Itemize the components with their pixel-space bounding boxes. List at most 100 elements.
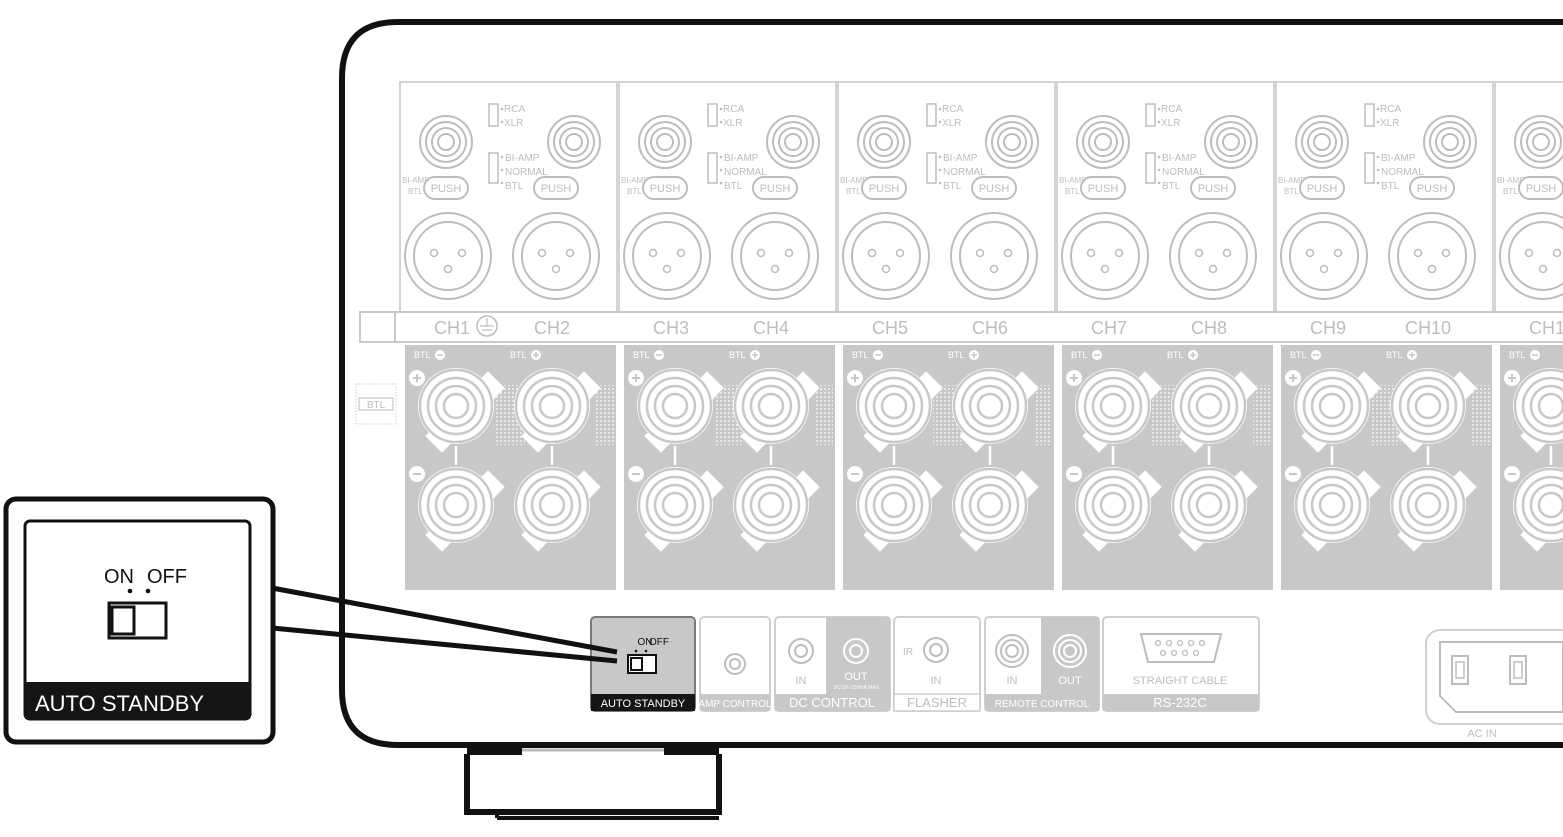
mode-select-switch[interactable] bbox=[1364, 152, 1375, 184]
ground-symbol-icon bbox=[476, 315, 498, 337]
amp-control-title: AMP CONTROL bbox=[698, 699, 772, 710]
normal-label: NORMAL bbox=[724, 167, 767, 178]
normal-label: NORMAL bbox=[505, 167, 548, 178]
auto-standby-title: AUTO STANDBY bbox=[601, 698, 686, 710]
auto-standby-on-label: ON bbox=[638, 637, 653, 648]
channel-pair-section: RCAXLRBI-AMPNORMALBTLBI-AMPBTLPUSHPUSHBT… bbox=[1494, 81, 1563, 590]
xlr-side-btl-label: BTL bbox=[627, 187, 642, 196]
btl-label: BTL bbox=[505, 181, 524, 192]
push-label: PUSH bbox=[1526, 183, 1557, 195]
xlr-side-btl-label: BTL bbox=[408, 187, 423, 196]
btl-label: BTL bbox=[724, 181, 743, 192]
channel-label: CH7 bbox=[1091, 318, 1127, 338]
ac-in-label: AC IN bbox=[1467, 728, 1496, 740]
callout-off-label: OFF bbox=[147, 566, 187, 588]
xlr-side-btl-label: BTL bbox=[1065, 187, 1080, 196]
btl-plus-label: BTL bbox=[1386, 350, 1403, 360]
xlr-side-bi-amp-label: BI-AMP bbox=[621, 176, 649, 185]
auto-standby-switch-knob bbox=[630, 657, 643, 671]
xlr-side-bi-amp-label: BI-AMP bbox=[1278, 176, 1306, 185]
input-select-switch[interactable] bbox=[1145, 103, 1156, 127]
callout-title: AUTO STANDBY bbox=[35, 691, 204, 716]
input-select-switch[interactable] bbox=[1364, 103, 1375, 127]
rs232c-cable-label: STRAIGHT CABLE bbox=[1133, 675, 1228, 687]
ac-inlet: AC IN bbox=[1425, 629, 1563, 740]
input-select-switch[interactable] bbox=[488, 103, 499, 127]
channel-pair-section: RCA XLR BI-AMP NORMAL BTL BI-AMP BTL PUSH PUSH BT… bbox=[618, 81, 837, 590]
rca-label: RCA bbox=[723, 104, 744, 115]
callout-switch-knob bbox=[110, 605, 136, 636]
mode-select-switch[interactable] bbox=[926, 152, 937, 184]
btl-plus-label: BTL bbox=[948, 350, 965, 360]
dc-out-label: OUT bbox=[844, 671, 868, 683]
push-label: PUSH bbox=[760, 183, 791, 195]
btl-minus-label: BTL bbox=[852, 350, 869, 360]
mode-select-switch[interactable] bbox=[707, 152, 718, 184]
xlr-side-bi-amp-label: BI-AMP bbox=[840, 176, 868, 185]
push-label: PUSH bbox=[1307, 183, 1338, 195]
xlr-side-btl-label: BTL bbox=[1284, 187, 1299, 196]
flasher-title: FLASHER bbox=[907, 695, 967, 710]
btl-label: BTL bbox=[943, 181, 962, 192]
btl-side-badge: BTL bbox=[355, 383, 397, 425]
bi-amp-label: BI-AMP bbox=[724, 153, 759, 164]
xlr-side-bi-amp-label: BI-AMP bbox=[1059, 176, 1087, 185]
push-label: PUSH bbox=[979, 183, 1010, 195]
channel-label: CH10 bbox=[1405, 318, 1451, 338]
bi-amp-label: BI-AMP bbox=[1381, 153, 1416, 164]
remote-control-title: REMOTE CONTROL bbox=[995, 699, 1090, 710]
remote-control-panel: IN OUT REMOTE CONTROL bbox=[984, 616, 1100, 712]
push-label: PUSH bbox=[1088, 183, 1119, 195]
amp-foot bbox=[464, 745, 722, 820]
dc-control-title: DC CONTROL bbox=[789, 695, 875, 710]
auto-standby-panel: ON OFF AUTO STANDBY bbox=[590, 616, 696, 712]
btl-plus-label: BTL bbox=[729, 350, 746, 360]
btl-minus-label: BTL bbox=[1509, 350, 1526, 360]
input-select-switch[interactable] bbox=[707, 103, 718, 127]
xlr-side-btl-label: BTL bbox=[846, 187, 861, 196]
push-label: PUSH bbox=[431, 183, 462, 195]
btl-minus-label: BTL bbox=[1290, 350, 1307, 360]
rs232c-panel: STRAIGHT CABLE RS-232C bbox=[1102, 616, 1260, 712]
channel-label: CH1 bbox=[1529, 318, 1563, 338]
btl-label: BTL bbox=[1381, 181, 1400, 192]
dc-in-label: IN bbox=[796, 675, 807, 687]
bi-amp-label: BI-AMP bbox=[1162, 153, 1197, 164]
btl-plus-label: BTL bbox=[1167, 350, 1184, 360]
bi-amp-label: BI-AMP bbox=[943, 153, 978, 164]
normal-label: NORMAL bbox=[1381, 167, 1424, 178]
rca-label: RCA bbox=[942, 104, 963, 115]
flasher-in-label: IN bbox=[931, 675, 942, 687]
xlr-label: XLR bbox=[1380, 118, 1399, 129]
channel-label: CH9 bbox=[1310, 318, 1346, 338]
auto-standby-off-label: OFF bbox=[649, 637, 669, 648]
btl-minus-label: BTL bbox=[414, 350, 431, 360]
dc-spec-label: DC12V 150mA MAX. bbox=[834, 685, 881, 691]
push-label: PUSH bbox=[650, 183, 681, 195]
channel-label: CH8 bbox=[1191, 318, 1227, 338]
flasher-ir-label: IR bbox=[903, 647, 913, 658]
flasher-panel: IR IN FLASHER bbox=[893, 616, 981, 712]
callout-leader-lines bbox=[271, 585, 618, 664]
channel-label: CH3 bbox=[653, 318, 689, 338]
remote-out-label: OUT bbox=[1058, 675, 1082, 687]
xlr-label: XLR bbox=[942, 118, 961, 129]
xlr-label: XLR bbox=[723, 118, 742, 129]
bi-amp-label: BI-AMP bbox=[505, 153, 540, 164]
channel-label: CH5 bbox=[872, 318, 908, 338]
rca-label: RCA bbox=[504, 104, 525, 115]
channel-label: CH2 bbox=[534, 318, 570, 338]
push-label: PUSH bbox=[869, 183, 900, 195]
mode-select-switch[interactable] bbox=[488, 152, 499, 184]
btl-minus-label: BTL bbox=[633, 350, 650, 360]
mode-select-switch[interactable] bbox=[1145, 152, 1156, 184]
channel-label: CH1 bbox=[434, 318, 470, 338]
dc-control-panel: IN OUT DC12V 150mA MAX. DC CONTROL bbox=[774, 616, 891, 712]
rca-label: RCA bbox=[1161, 104, 1182, 115]
input-select-switch[interactable] bbox=[926, 103, 937, 127]
